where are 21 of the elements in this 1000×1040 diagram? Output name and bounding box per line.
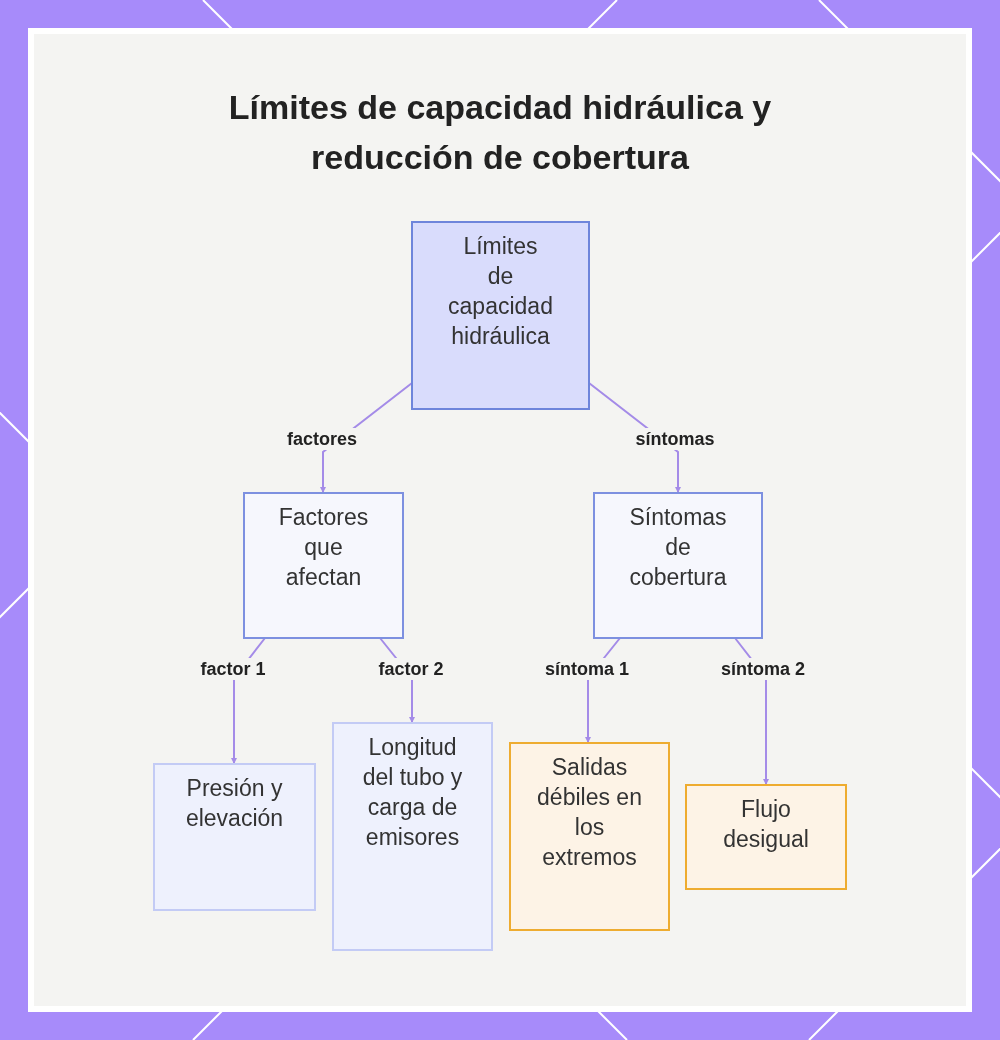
node-text: Salidas débiles en los extremos [536,753,643,872]
symptom-box [509,742,670,931]
node-text: Factores que afectan [277,503,370,592]
edge-label: factor 1 [198,658,268,680]
node-text: Presión y elevación [184,774,285,833]
diagram-title: Límites de capacidad hidráulica y reducción de cobertura [227,87,773,178]
edge-label: factor 2 [376,658,446,680]
symptom-box [685,784,847,890]
category-box [243,492,404,639]
node-text: Flujo desigual [722,795,810,854]
factor-box [153,763,316,911]
node-text: Síntomas de cobertura [628,503,728,592]
edge-label: factores [285,428,359,450]
edge-label: síntomas [633,428,717,450]
edge-label: síntoma 1 [543,658,631,680]
topic-box [411,221,590,410]
edge-label: síntoma 2 [719,658,807,680]
node-text: Longitud del tubo y carga de emisores [361,733,464,852]
factor-box [332,722,493,951]
node-text: Límites de capacidad hidráulica [447,232,554,351]
category-box [593,492,763,639]
